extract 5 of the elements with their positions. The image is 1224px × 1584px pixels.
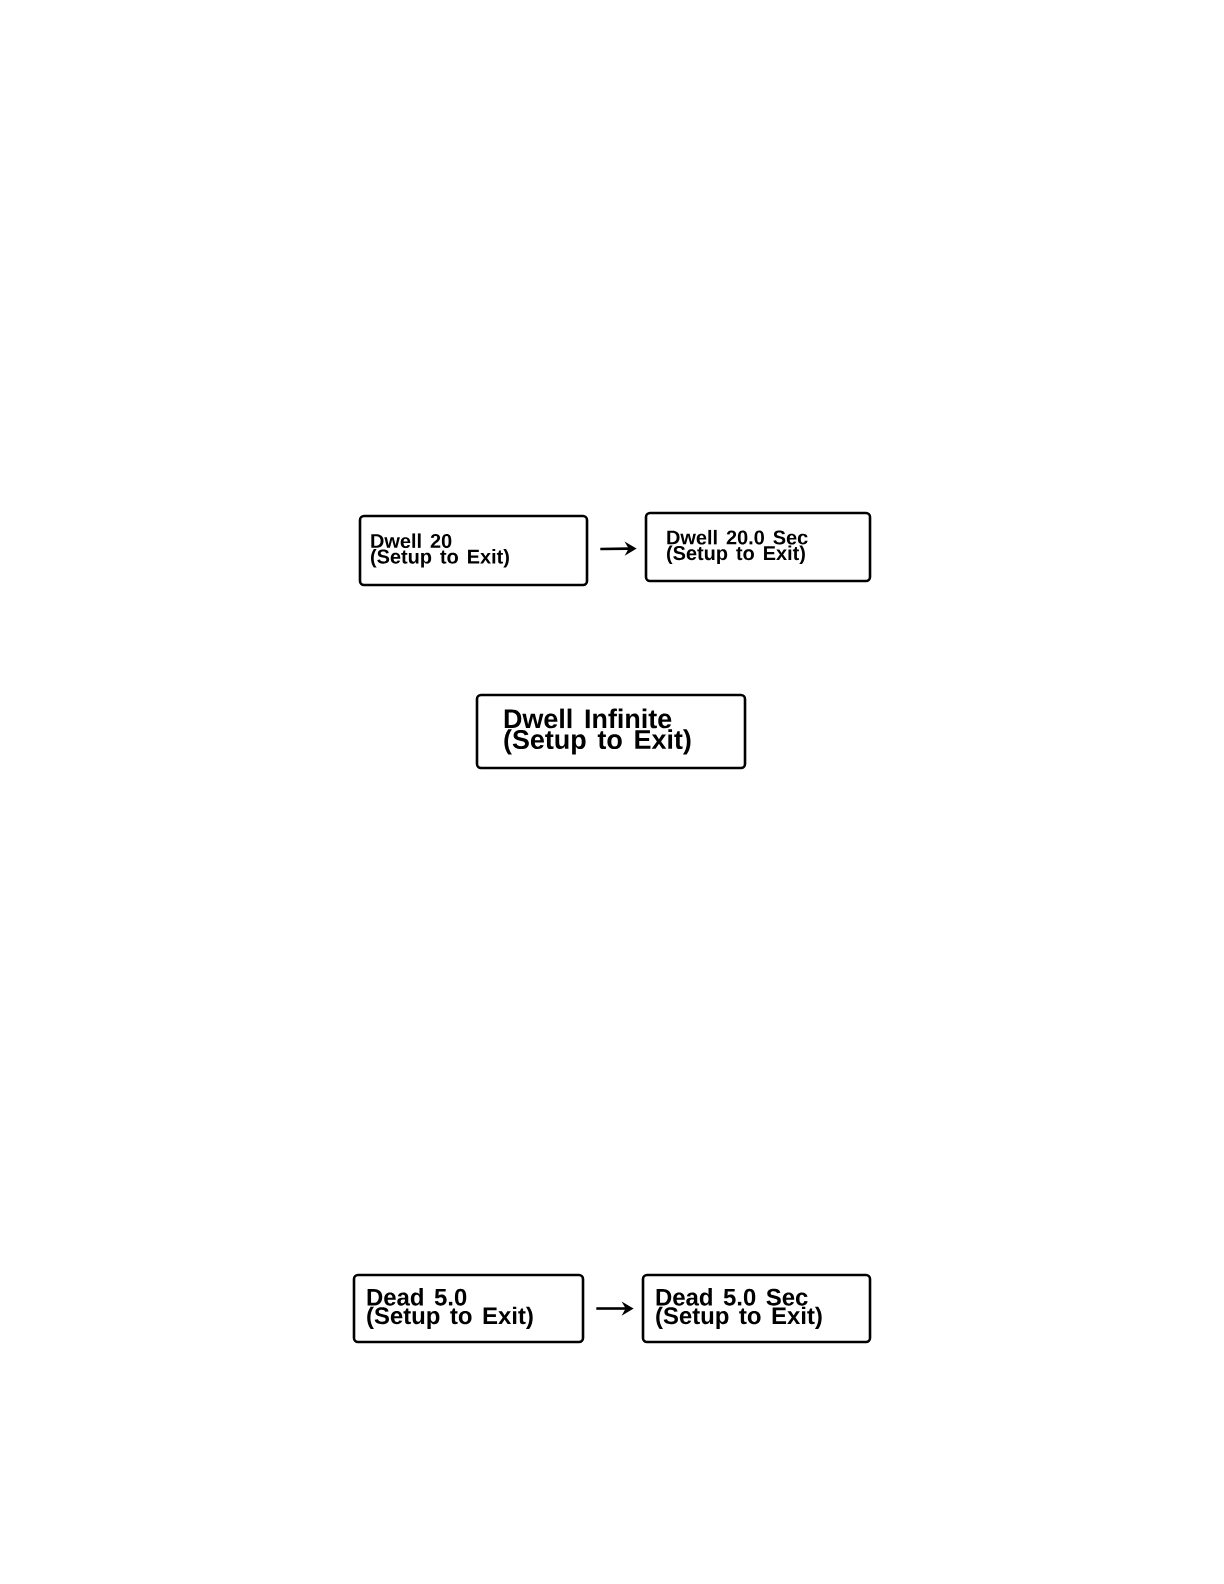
display-box: Dwell Infinite (Setup to Exit) bbox=[475, 693, 747, 770]
display-box: Dead 5.0 (Setup to Exit) bbox=[352, 1273, 585, 1344]
display-box: Dwell 20.0 Sec (Setup to Exit) bbox=[644, 511, 872, 583]
display-box: Dead 5.0 Sec (Setup to Exit) bbox=[641, 1273, 872, 1344]
display-box: Dwell 20 (Setup to Exit) bbox=[358, 514, 589, 587]
